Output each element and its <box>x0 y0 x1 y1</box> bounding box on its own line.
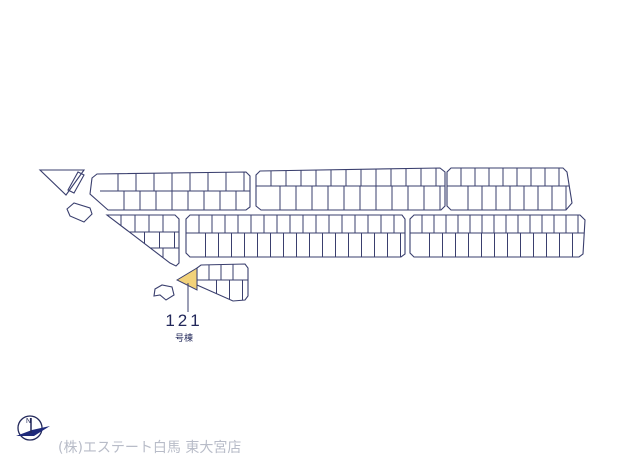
block-outline <box>67 171 85 194</box>
block-outline <box>185 214 406 258</box>
company-watermark: (株)エステート白馬 東大宮店 <box>58 440 242 456</box>
highlighted-lot-121[interactable] <box>175 267 198 291</box>
lot-block <box>105 214 180 267</box>
block-outline <box>446 167 573 211</box>
lot-block <box>255 167 446 211</box>
lot-block <box>153 284 175 301</box>
block-outline <box>255 167 446 211</box>
lot-block <box>446 167 573 211</box>
block-outline <box>196 263 249 302</box>
lot-block <box>196 263 249 302</box>
block-outline <box>38 169 86 196</box>
lot-block <box>38 169 86 196</box>
lot-block <box>185 214 406 258</box>
lot-number: 121 <box>165 311 203 330</box>
block-outline <box>66 202 93 223</box>
block-outline <box>89 171 251 211</box>
block-outline <box>409 214 586 258</box>
lot-block <box>66 202 93 223</box>
lot-block <box>67 171 85 194</box>
block-outline <box>105 214 180 267</box>
lot-suffix: 号棟 <box>174 334 193 344</box>
block-outline <box>153 284 175 301</box>
compass-north-arrow: N <box>16 415 50 441</box>
lot-blocks <box>38 167 586 302</box>
lot-block <box>89 171 251 211</box>
lot-block <box>409 214 586 258</box>
compass-n-label: N <box>26 418 31 425</box>
